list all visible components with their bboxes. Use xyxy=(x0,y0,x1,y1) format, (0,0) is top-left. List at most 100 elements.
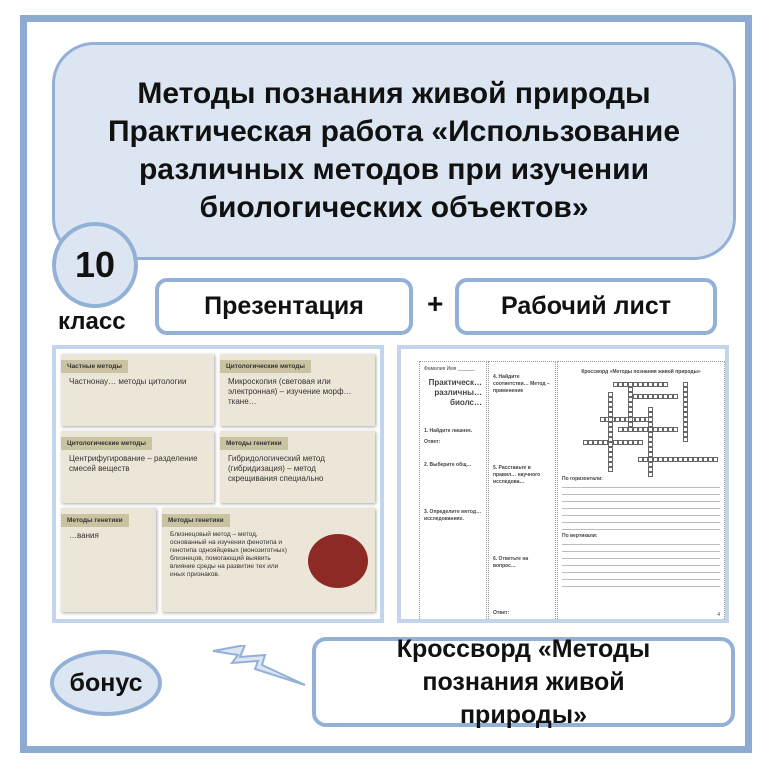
crossword-title: Кроссворд «Методы познания живой природы… xyxy=(581,369,701,375)
slide-text: Микроскопия (световая или электронная) –… xyxy=(228,377,352,406)
title-line: Практическая работа «Использование xyxy=(107,115,681,148)
crossword-cell xyxy=(663,457,668,462)
crossword-cell xyxy=(643,382,648,387)
crossword-cell xyxy=(608,412,613,417)
twins-image xyxy=(308,534,368,588)
crossword-cell xyxy=(633,382,638,387)
crossword-cell xyxy=(683,392,688,397)
text: 5. Расставьте в правил… научного исследо… xyxy=(493,465,541,485)
crossword-cell xyxy=(683,427,688,432)
crossword-cell xyxy=(683,412,688,417)
crossword-cell xyxy=(648,432,653,437)
slide-header: Методы генетики xyxy=(61,514,129,527)
crossword-cell xyxy=(668,427,673,432)
crossword-cell xyxy=(698,457,703,462)
crossword-cell xyxy=(598,440,603,445)
crossword-cell xyxy=(608,462,613,467)
title-line: Методы познания живой природы xyxy=(137,77,651,110)
crossword-cell xyxy=(628,382,633,387)
text: 4. Найдите соответстви… Метод – применен… xyxy=(493,374,550,394)
crossword-cell xyxy=(633,394,638,399)
crossword-cell xyxy=(713,457,718,462)
crossword-cell xyxy=(628,407,633,412)
crossword-cell xyxy=(683,432,688,437)
page-number: 4 xyxy=(717,612,720,618)
crossword-cell xyxy=(673,427,678,432)
crossword-cell xyxy=(693,457,698,462)
crossword-cell xyxy=(648,422,653,427)
text: 6. Ответьте на вопрос… xyxy=(493,556,529,569)
crossword-cell xyxy=(648,472,653,477)
crossword-cell xyxy=(603,440,608,445)
crossword-cell xyxy=(628,402,633,407)
crossword-cell xyxy=(628,422,633,427)
crossword-cell xyxy=(648,412,653,417)
plus-sign: + xyxy=(427,288,444,319)
crossword-cell xyxy=(623,440,628,445)
crossword-cell xyxy=(708,457,713,462)
slide-text: Частнонау… методы цитологии xyxy=(69,377,187,386)
crossword-cell xyxy=(633,440,638,445)
crossword-cell xyxy=(658,394,663,399)
crossword-cell xyxy=(628,427,633,432)
crossword-cell xyxy=(633,427,638,432)
crossword-cell xyxy=(683,437,688,442)
crossword-cell xyxy=(648,447,653,452)
crossword-cell xyxy=(628,392,633,397)
crossword-cell xyxy=(673,457,678,462)
title-box: Методы познания живой природы Практическ… xyxy=(52,42,736,260)
text: Ответ: xyxy=(493,610,510,616)
worksheet-page: Фамилия Имя ______ Практическ… различны…… xyxy=(419,361,487,619)
crossword-cell xyxy=(648,467,653,472)
crossword-cell xyxy=(613,382,618,387)
crossword-cell xyxy=(673,394,678,399)
worksheet-page: Кроссворд «Методы познания живой природы… xyxy=(557,361,725,619)
text: Фамилия Имя ______ xyxy=(424,366,475,372)
grade-badge: 10 xyxy=(52,222,138,308)
title-line: биологических объектов» xyxy=(199,191,589,224)
crossword-cell xyxy=(668,457,673,462)
crossword-cell xyxy=(648,427,653,432)
crossword-cell xyxy=(608,437,613,442)
crossword-cell xyxy=(618,427,623,432)
crossword-cell xyxy=(643,427,648,432)
crossword-bonus-text: Кроссворд «Методы познания живой природы… xyxy=(396,634,651,729)
crossword-cell xyxy=(608,457,613,462)
text: 2. Выберите общ… xyxy=(424,462,472,468)
crossword-cell xyxy=(613,440,618,445)
crossword-cell xyxy=(653,394,658,399)
slide-header: Частные методы xyxy=(61,360,128,373)
crossword-cell xyxy=(658,427,663,432)
crossword-cell xyxy=(653,457,658,462)
crossword-cell xyxy=(688,457,693,462)
text: По вертикали: xyxy=(562,533,598,539)
crossword-cell xyxy=(648,407,653,412)
crossword-bonus-label: Кроссворд «Методы познания живой природы… xyxy=(312,635,735,729)
crossword-cell xyxy=(608,422,613,427)
crossword-cell xyxy=(658,382,663,387)
slide-thumbnail: Методы генетики Близнецовый метод – мето… xyxy=(162,508,375,612)
crossword-cell xyxy=(653,427,658,432)
crossword-cell xyxy=(703,457,708,462)
crossword-cell xyxy=(628,417,633,422)
crossword-cell xyxy=(683,407,688,412)
crossword-cell xyxy=(648,452,653,457)
crossword-cell xyxy=(643,457,648,462)
text: Практическ… различны… биолс… xyxy=(428,378,482,407)
crossword-cell xyxy=(653,382,658,387)
crossword-cell xyxy=(628,412,633,417)
crossword-cell xyxy=(608,432,613,437)
crossword-cell xyxy=(663,394,668,399)
crossword-cell xyxy=(618,440,623,445)
slide-text: Близнецовый метод – метод, основанный на… xyxy=(170,531,287,578)
crossword-cell xyxy=(663,427,668,432)
crossword-cell xyxy=(608,442,613,447)
crossword-cell xyxy=(648,394,653,399)
crossword-cell xyxy=(618,382,623,387)
slide-header: Методы генетики xyxy=(220,437,288,450)
crossword-cell xyxy=(683,422,688,427)
crossword-cell xyxy=(593,440,598,445)
